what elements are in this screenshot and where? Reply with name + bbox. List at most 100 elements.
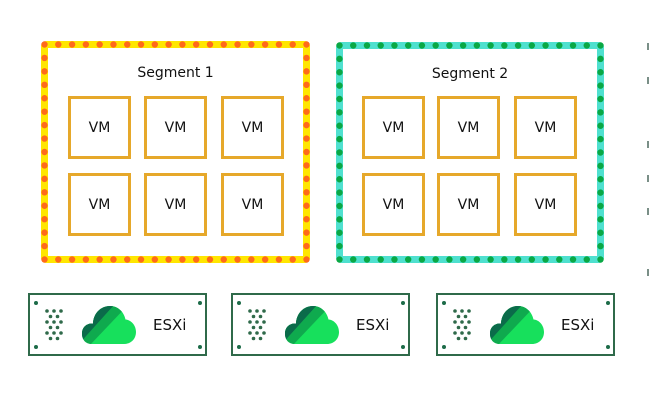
border-dot	[41, 54, 48, 62]
border-dot	[234, 41, 241, 48]
border-dot	[556, 42, 563, 49]
border-dot	[96, 256, 103, 263]
border-dot	[303, 148, 310, 156]
border-dot	[542, 256, 549, 263]
border-dot	[391, 256, 398, 263]
border-dot	[68, 256, 76, 263]
border-dot	[336, 82, 343, 89]
border-dot	[206, 256, 214, 263]
border-dot	[41, 162, 48, 169]
border-dot	[336, 256, 343, 263]
segment-2: Segment 2 VM VM VM VM VM VM	[336, 42, 604, 263]
vm-box: VM	[437, 96, 500, 159]
screw-icon	[606, 345, 610, 349]
host-label: ESXi	[561, 316, 595, 334]
border-dot	[206, 41, 214, 48]
border-dot	[41, 229, 48, 236]
border-dot	[597, 202, 604, 210]
border-dot	[418, 256, 426, 263]
border-dot	[569, 42, 577, 49]
vm-box: VM	[68, 96, 131, 159]
border-dot	[248, 41, 255, 48]
border-dot	[220, 41, 227, 48]
screw-icon	[34, 345, 38, 349]
segment-1: Segment 1 VM VM VM VM VM VM	[41, 41, 310, 263]
border-dot	[336, 202, 343, 210]
border-dot	[418, 42, 426, 49]
border-dot	[303, 229, 310, 236]
border-dot	[220, 256, 227, 263]
border-dot	[82, 256, 90, 263]
border-dot	[303, 256, 310, 263]
esxi-host-2: ESXi	[231, 293, 410, 356]
border-dot	[179, 41, 186, 48]
border-dot	[55, 41, 62, 48]
border-dot	[55, 256, 62, 263]
border-dot	[350, 256, 357, 263]
border-dot	[96, 41, 103, 48]
border-dot	[336, 162, 343, 170]
border-dot	[124, 41, 131, 48]
cloud-icon	[82, 306, 136, 344]
border-dot	[151, 256, 159, 263]
border-dot	[391, 42, 398, 49]
cloud-icon	[490, 306, 544, 344]
border-dot	[303, 135, 310, 142]
border-dot	[597, 95, 604, 103]
border-dot	[597, 216, 604, 223]
border-dot	[404, 42, 412, 49]
host-label: ESXi	[153, 316, 187, 334]
vm-box: VM	[144, 173, 207, 236]
border-dot	[192, 41, 200, 48]
border-dot	[68, 41, 76, 48]
border-dot	[597, 82, 604, 89]
border-dot	[569, 256, 577, 263]
border-dot	[404, 256, 412, 263]
border-dot	[303, 54, 310, 62]
edge-tick	[647, 77, 649, 84]
screw-icon	[401, 345, 405, 349]
vm-box: VM	[221, 96, 284, 159]
border-dot	[597, 42, 604, 49]
border-dot	[583, 42, 590, 49]
border-dot	[137, 256, 145, 263]
border-dot	[446, 256, 453, 263]
border-dot	[528, 42, 536, 49]
vm-box: VM	[514, 173, 577, 236]
border-dot	[303, 175, 310, 183]
vm-box: VM	[221, 173, 284, 236]
border-dot	[487, 42, 494, 49]
border-dot	[336, 176, 343, 183]
border-dot	[261, 41, 269, 48]
border-dot	[303, 162, 310, 169]
border-dot	[303, 108, 310, 115]
border-dot	[597, 109, 604, 116]
esxi-host-3: ESXi	[436, 293, 615, 356]
screw-icon	[198, 301, 202, 305]
border-dot	[336, 149, 343, 156]
border-dot	[82, 41, 90, 48]
border-dot	[473, 42, 481, 49]
border-dot	[350, 42, 357, 49]
border-dot	[41, 108, 48, 115]
border-dot	[501, 42, 508, 49]
segment-2-dotted-border	[336, 42, 604, 263]
screw-icon	[401, 301, 405, 305]
esxi-host-1: ESXi	[28, 293, 207, 356]
border-dot	[303, 202, 310, 209]
border-dot	[165, 41, 172, 48]
border-dot	[303, 95, 310, 102]
border-dot	[501, 256, 508, 263]
screw-icon	[198, 345, 202, 349]
border-dot	[151, 41, 159, 48]
screw-icon	[237, 345, 241, 349]
screw-icon	[442, 345, 446, 349]
border-dot	[336, 109, 343, 116]
vent-grille-icon	[45, 309, 63, 341]
border-dot	[303, 242, 310, 250]
border-dot	[597, 149, 604, 156]
border-dot	[41, 41, 48, 48]
border-dot	[459, 256, 467, 263]
border-dot	[336, 122, 343, 129]
border-dot	[542, 42, 549, 49]
